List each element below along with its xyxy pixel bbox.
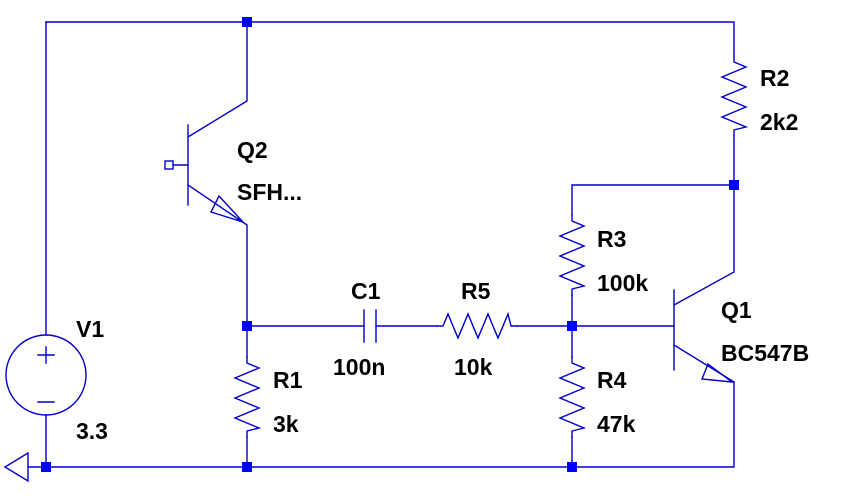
wire-q2-emitter — [187, 184, 248, 327]
c1-name-label: C1 — [351, 278, 381, 304]
r5-value-label: 10k — [454, 354, 493, 380]
v1-value-label: 3.3 — [76, 418, 108, 444]
capacitor-icon — [363, 309, 377, 343]
r2-name-label: R2 — [760, 65, 789, 91]
junction-dot — [567, 321, 577, 331]
resistor-r1-icon — [233, 356, 262, 438]
q1-name-label: Q1 — [721, 297, 752, 323]
junction-dot — [41, 462, 51, 472]
v1-name-label: V1 — [76, 316, 104, 342]
r1-value-label: 3k — [273, 411, 299, 437]
npn-transistor-icon — [673, 289, 735, 383]
resistor-r5-icon — [436, 311, 518, 340]
phototransistor-icon — [164, 124, 246, 224]
wire-q2-collector — [187, 21, 248, 138]
junction-dot — [242, 462, 252, 472]
q1-value-label: BC547B — [721, 340, 809, 366]
c1-value-label: 100n — [333, 354, 385, 380]
q2-value-label: SFH... — [237, 179, 302, 205]
junction-dot — [242, 321, 252, 331]
junction-dot — [729, 180, 739, 190]
junction-dot — [242, 17, 252, 27]
wire-r2-bottom — [673, 135, 735, 306]
r2-value-label: 2k2 — [760, 109, 798, 135]
r4-name-label: R4 — [597, 367, 627, 393]
wire-top-rail — [45, 21, 735, 57]
r5-name-label: R5 — [461, 278, 491, 304]
r4-value-label: 47k — [597, 411, 636, 437]
r3-name-label: R3 — [597, 226, 626, 252]
q2-name-label: Q2 — [237, 137, 268, 163]
r3-value-label: 100k — [597, 270, 648, 296]
wire-r3-loop — [571, 184, 735, 216]
voltage-source-icon — [5, 334, 87, 416]
resistor-r3-icon — [558, 214, 587, 296]
r1-name-label: R1 — [273, 367, 303, 393]
resistor-r2-icon — [720, 55, 749, 137]
junctions — [41, 17, 739, 472]
ground-icon — [3, 451, 47, 483]
wires — [45, 21, 735, 468]
wire-ground-rail — [45, 381, 735, 468]
resistor-r4-icon — [558, 356, 587, 438]
junction-dot — [567, 462, 577, 472]
